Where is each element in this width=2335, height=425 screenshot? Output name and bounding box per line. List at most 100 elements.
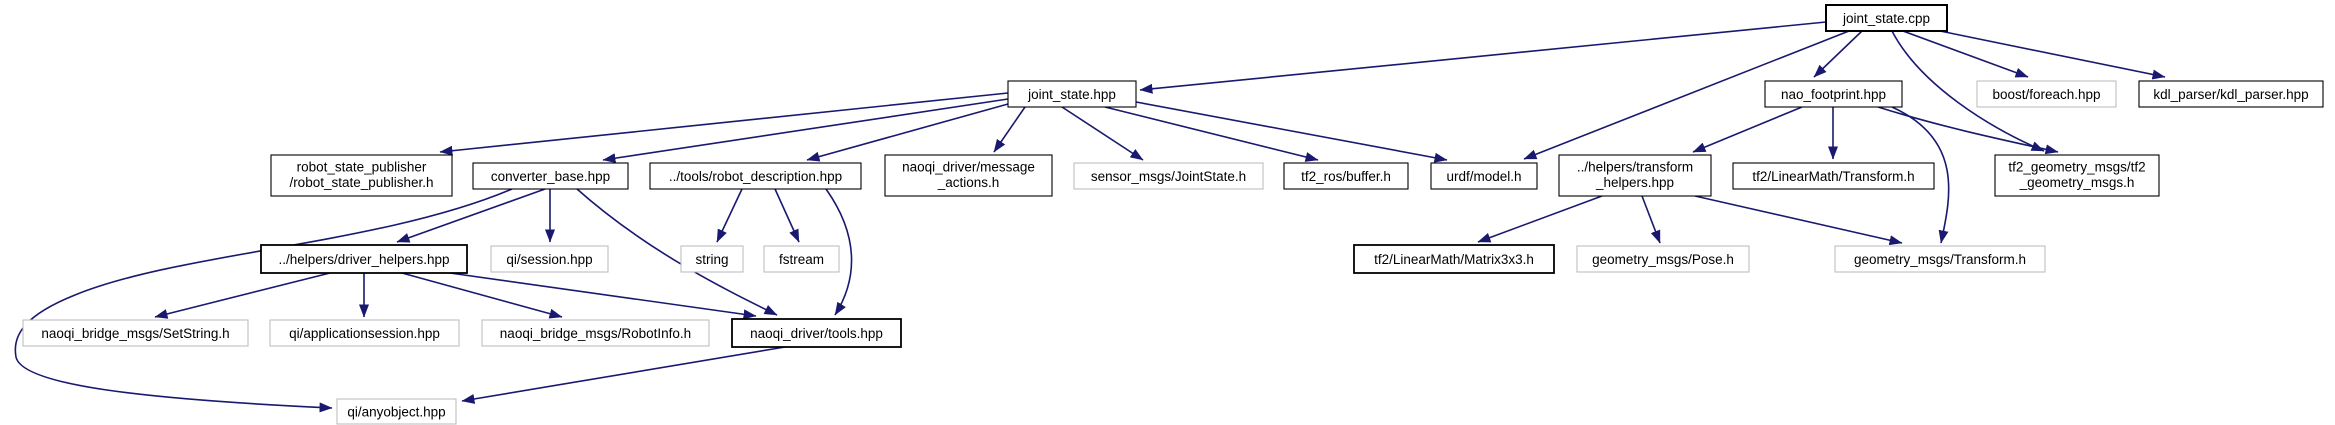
- edge-joint-state-cpp-to-nao-footprint-hpp: [1813, 30, 1863, 78]
- node-label-tf2-linearmath-transform-h: tf2/LinearMath/Transform.h: [1752, 169, 1914, 184]
- node-joint-state-cpp: joint_state.cpp: [1825, 4, 1948, 32]
- node-tf2-linearmath-matrix3x3-h[interactable]: tf2/LinearMath/Matrix3x3.h: [1353, 244, 1555, 274]
- edge-joint-state-hpp-to-robot-description-hpp: [806, 103, 1009, 162]
- node-box-tf2-linearmath-matrix3x3-h[interactable]: [1353, 244, 1555, 274]
- node-naoqi-driver-tools-hpp[interactable]: naoqi_driver/tools.hpp: [731, 318, 902, 348]
- edge-nao-footprint-hpp-to-geometry-msgs-transform-h: [1891, 106, 1950, 244]
- edge-converter-base-hpp-to-driver-helpers-hpp: [396, 188, 546, 243]
- edge-joint-state-hpp-to-message-actions-h: [993, 106, 1026, 153]
- node-geometry-msgs-transform-h: geometry_msgs/Transform.h: [1834, 245, 2046, 273]
- edge-naoqi-driver-tools-hpp-to-qi-anyobject-hpp: [461, 346, 786, 404]
- node-label-nao-footprint-hpp: nao_footprint.hpp: [1781, 87, 1886, 102]
- node-box-joint-state-cpp: [1825, 4, 1948, 32]
- edge-transform-helpers-hpp-to-tf2-linearmath-matrix3x3-h: [1477, 195, 1603, 243]
- edges-layer: [14, 21, 2166, 413]
- node-box-qi-session-hpp: [490, 245, 609, 273]
- node-naoqi-bridge-msgs-robotinfo-h: naoqi_bridge_msgs/RobotInfo.h: [481, 319, 710, 347]
- node-box-tf2-ros-buffer-h[interactable]: [1283, 162, 1409, 190]
- edge-robot-description-hpp-to-fstream: [774, 188, 800, 243]
- node-box-urdf-model-h[interactable]: [1430, 162, 1538, 190]
- edge-joint-state-cpp-to-boost-foreach-hpp: [1902, 30, 2029, 78]
- edge-nao-footprint-hpp-to-transform-helpers-hpp: [1692, 106, 1803, 153]
- node-fstream: fstream: [763, 245, 840, 273]
- node-box-tf2-linearmath-transform-h[interactable]: [1732, 162, 1935, 190]
- node-box-tf2-geometry-msgs-h[interactable]: [1994, 154, 2160, 197]
- node-box-naoqi-driver-tools-hpp[interactable]: [731, 318, 902, 348]
- node-label-driver-helpers-hpp: ../helpers/driver_helpers.hpp: [278, 252, 449, 267]
- node-geometry-msgs-pose-h: geometry_msgs/Pose.h: [1576, 245, 1750, 273]
- edge-joint-state-cpp-to-urdf-model-h: [1523, 30, 1850, 160]
- node-tf2-geometry-msgs-h[interactable]: tf2_geometry_msgs/tf2_geometry_msgs.h: [1994, 154, 2160, 197]
- edge-driver-helpers-hpp-to-naoqi-bridge-msgs-robotinfo-h: [401, 272, 563, 319]
- node-label-qi-applicationsession-hpp: qi/applicationsession.hpp: [289, 326, 440, 341]
- node-tf2-linearmath-transform-h[interactable]: tf2/LinearMath/Transform.h: [1732, 162, 1935, 190]
- node-string: string: [680, 245, 744, 273]
- node-boost-foreach-hpp: boost/foreach.hpp: [1976, 80, 2117, 108]
- node-converter-base-hpp[interactable]: converter_base.hpp: [472, 162, 629, 190]
- node-naoqi-bridge-msgs-setstring-h: naoqi_bridge_msgs/SetString.h: [22, 319, 249, 347]
- node-box-driver-helpers-hpp[interactable]: [260, 244, 468, 274]
- node-box-sensor-msgs-jointstate-h: [1073, 162, 1264, 190]
- node-box-boost-foreach-hpp: [1976, 80, 2117, 108]
- node-label-joint-state-cpp: joint_state.cpp: [1842, 11, 1930, 26]
- edge-transform-helpers-hpp-to-geometry-msgs-transform-h: [1694, 195, 1903, 246]
- node-box-joint-state-hpp[interactable]: [1007, 80, 1137, 108]
- node-box-geometry-msgs-transform-h: [1834, 245, 2046, 273]
- node-label-qi-anyobject-hpp: qi/anyobject.hpp: [347, 404, 445, 419]
- node-label-converter-base-hpp: converter_base.hpp: [491, 169, 610, 184]
- node-message-actions-h[interactable]: naoqi_driver/message_actions.h: [884, 154, 1053, 197]
- node-tf2-ros-buffer-h[interactable]: tf2_ros/buffer.h: [1283, 162, 1409, 190]
- node-label-tf2-ros-buffer-h: tf2_ros/buffer.h: [1301, 169, 1391, 184]
- node-sensor-msgs-jointstate-h: sensor_msgs/JointState.h: [1073, 162, 1264, 190]
- node-transform-helpers-hpp[interactable]: ../helpers/transform_helpers.hpp: [1558, 154, 1712, 197]
- node-box-robot-description-hpp[interactable]: [649, 162, 862, 190]
- node-label-joint-state-hpp: joint_state.hpp: [1027, 87, 1116, 102]
- node-urdf-model-h[interactable]: urdf/model.h: [1430, 162, 1538, 190]
- edge-transform-helpers-hpp-to-geometry-msgs-pose-h: [1641, 195, 1661, 244]
- node-label-robot-state-publisher-h-line2: /robot_state_publisher.h: [289, 175, 433, 190]
- node-joint-state-hpp[interactable]: joint_state.hpp: [1007, 80, 1137, 108]
- node-box-nao-footprint-hpp[interactable]: [1764, 80, 1903, 108]
- node-box-string: [680, 245, 744, 273]
- node-label-tf2-geometry-msgs-h-line1: tf2_geometry_msgs/tf2: [2008, 160, 2145, 175]
- node-label-geometry-msgs-transform-h: geometry_msgs/Transform.h: [1854, 252, 2026, 267]
- node-label-kdl-parser-hpp: kdl_parser/kdl_parser.hpp: [2153, 87, 2308, 102]
- node-robot-state-publisher-h[interactable]: robot_state_publisher/robot_state_publis…: [270, 154, 453, 197]
- node-box-naoqi-bridge-msgs-setstring-h: [22, 319, 249, 347]
- node-label-robot-state-publisher-h-line1: robot_state_publisher: [297, 160, 427, 175]
- node-label-urdf-model-h: urdf/model.h: [1446, 169, 1521, 184]
- node-box-qi-applicationsession-hpp: [269, 319, 460, 347]
- edge-joint-state-cpp-to-kdl-parser-hpp: [1939, 30, 2166, 80]
- node-label-transform-helpers-hpp-line1: ../helpers/transform: [1577, 160, 1693, 175]
- node-label-string: string: [695, 252, 728, 267]
- node-box-naoqi-bridge-msgs-robotinfo-h: [481, 319, 710, 347]
- node-driver-helpers-hpp[interactable]: ../helpers/driver_helpers.hpp: [260, 244, 468, 274]
- node-box-fstream: [763, 245, 840, 273]
- edge-converter-base-hpp-to-qi-anyobject-hpp: [14, 188, 513, 413]
- edge-joint-state-hpp-to-sensor-msgs-jointstate-h: [1061, 106, 1144, 161]
- edge-robot-description-hpp-to-naoqi-driver-tools-hpp: [825, 188, 853, 316]
- edge-joint-state-hpp-to-tf2-ros-buffer-h: [1104, 106, 1319, 162]
- node-robot-description-hpp[interactable]: ../tools/robot_description.hpp: [649, 162, 862, 190]
- node-box-kdl-parser-hpp[interactable]: [2138, 80, 2324, 108]
- node-label-robot-description-hpp: ../tools/robot_description.hpp: [669, 169, 842, 184]
- node-label-fstream: fstream: [779, 252, 824, 267]
- node-label-tf2-linearmath-matrix3x3-h: tf2/LinearMath/Matrix3x3.h: [1374, 252, 1534, 267]
- node-box-robot-state-publisher-h[interactable]: [270, 154, 453, 197]
- node-label-qi-session-hpp: qi/session.hpp: [506, 252, 592, 267]
- edge-driver-helpers-hpp-to-naoqi-driver-tools-hpp: [449, 272, 757, 320]
- edge-driver-helpers-hpp-to-naoqi-bridge-msgs-setstring-h: [154, 272, 331, 319]
- edge-robot-description-hpp-to-string: [716, 188, 743, 243]
- node-label-boost-foreach-hpp: boost/foreach.hpp: [1992, 87, 2100, 102]
- node-nao-footprint-hpp[interactable]: nao_footprint.hpp: [1764, 80, 1903, 108]
- node-kdl-parser-hpp[interactable]: kdl_parser/kdl_parser.hpp: [2138, 80, 2324, 108]
- node-box-transform-helpers-hpp[interactable]: [1558, 154, 1712, 197]
- node-box-converter-base-hpp[interactable]: [472, 162, 629, 190]
- node-box-message-actions-h[interactable]: [884, 154, 1053, 197]
- edge-joint-state-cpp-to-joint-state-hpp: [1139, 21, 1827, 94]
- edge-nao-footprint-hpp-to-tf2-geometry-msgs-h: [1877, 106, 2059, 155]
- edge-joint-state-hpp-to-robot-state-publisher-h: [439, 92, 1009, 156]
- node-label-naoqi-bridge-msgs-robotinfo-h: naoqi_bridge_msgs/RobotInfo.h: [500, 326, 691, 341]
